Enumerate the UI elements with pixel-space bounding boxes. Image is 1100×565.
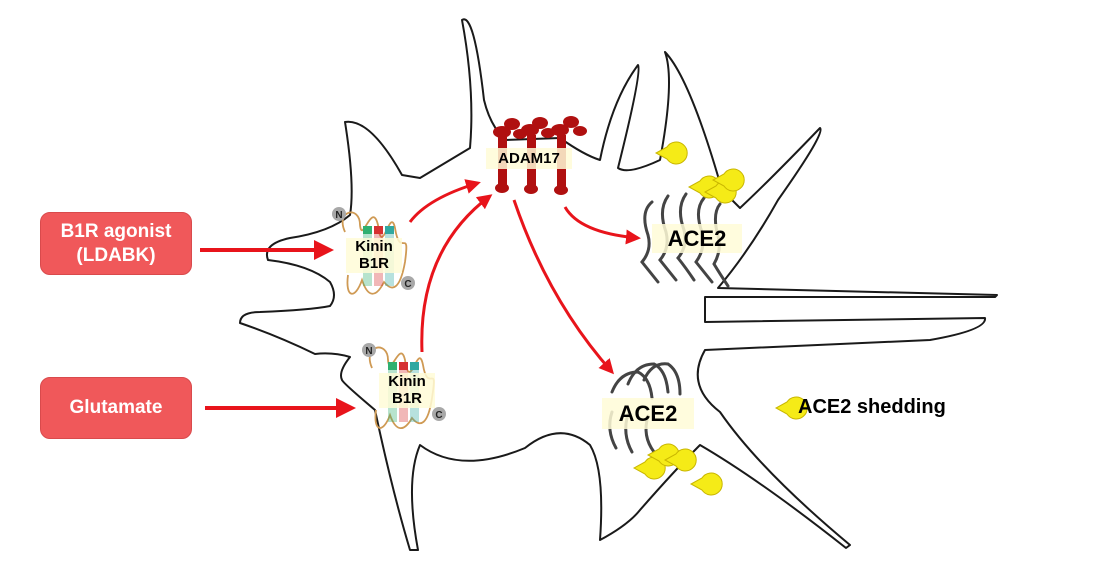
arrow-b1r-bottom-to-adam17 xyxy=(420,194,493,353)
svg-text:C: C xyxy=(404,279,411,290)
arrow-adam17-to-ace2-top xyxy=(563,206,641,245)
b1r-label-bottom-line2: B1R xyxy=(391,390,422,408)
n-terminus-bottom: N xyxy=(362,343,376,357)
b1r-label-bottom: Kinin B1R xyxy=(379,373,435,408)
b1r-label-top-line2: B1R xyxy=(358,255,389,273)
arrow-adam17-to-ace2-bottom xyxy=(512,199,614,375)
legend-shedding-label: ACE2 shedding xyxy=(798,396,946,418)
svg-text:N: N xyxy=(365,346,372,357)
agonist-input-box: B1R agonist (LDABK) xyxy=(40,212,192,275)
c-terminus-top: C xyxy=(401,276,415,290)
ace2-fragments-top xyxy=(654,141,745,204)
adam17-label: ADAM17 xyxy=(486,148,572,170)
arrow-b1r-top-to-adam17 xyxy=(408,179,481,223)
legend-shedding-icon xyxy=(774,396,808,420)
n-terminus-top: N xyxy=(332,207,346,221)
glutamate-label: Glutamate xyxy=(69,397,163,418)
svg-text:C: C xyxy=(435,410,442,421)
agonist-label-line2: (LDABK) xyxy=(76,244,156,266)
b1r-label-top: Kinin B1R xyxy=(346,238,402,273)
b1r-label-bottom-line1: Kinin xyxy=(388,373,426,390)
agonist-label-line1: B1R agonist xyxy=(60,220,172,242)
c-terminus-bottom: C xyxy=(432,407,446,421)
ace2-label-top: ACE2 xyxy=(652,224,742,254)
b1r-label-top-line1: Kinin xyxy=(355,238,393,255)
ace2-fragments-bottom xyxy=(632,443,723,496)
ace2-label-bottom: ACE2 xyxy=(602,398,694,430)
neuron-outline xyxy=(239,18,998,551)
svg-text:N: N xyxy=(335,210,342,221)
glutamate-input-box: Glutamate xyxy=(40,377,192,439)
